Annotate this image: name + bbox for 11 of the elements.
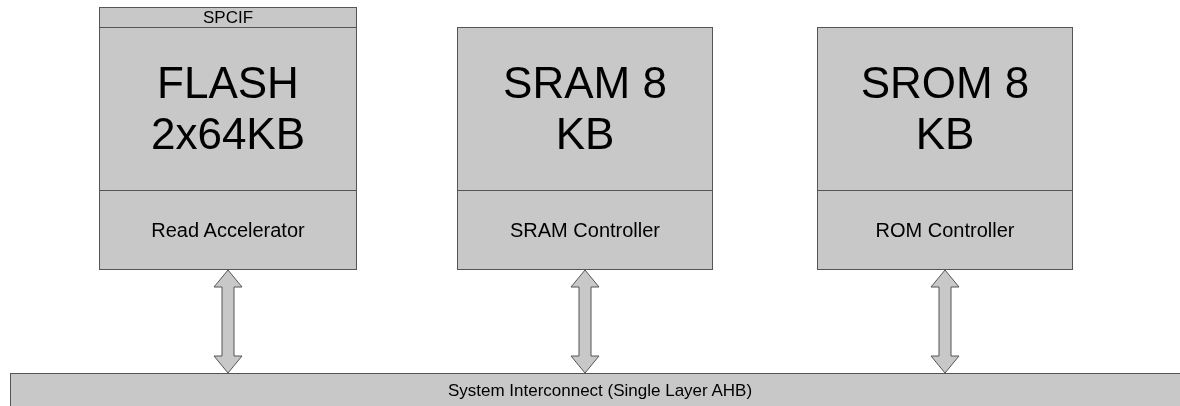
double-arrow [570,269,600,374]
bus-bar: System Interconnect (Single Layer AHB) [10,373,1180,406]
controller-section: ROM Controller [817,190,1073,270]
controller-section: SRAM Controller [457,190,713,270]
memory-block: SRAM 8 KB [457,27,713,191]
memory-block: FLASH 2x64KB [99,27,357,191]
double-arrow [930,269,960,374]
memory-block: SROM 8 KB [817,27,1073,191]
double-arrow [213,269,243,374]
controller-section: Read Accelerator [99,190,357,270]
section-header: SPCIF [99,7,357,28]
